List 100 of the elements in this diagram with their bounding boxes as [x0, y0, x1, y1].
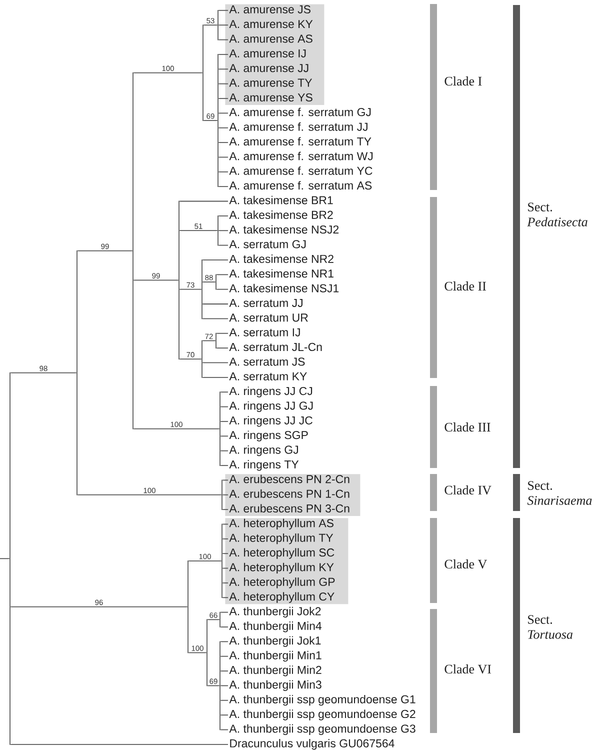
tree-branch	[220, 450, 228, 452]
highlight-box	[225, 474, 360, 516]
tree-branch	[188, 652, 207, 654]
tree-branch	[207, 685, 220, 686]
taxon-label: A. amurense YS	[229, 93, 312, 102]
taxon-label: A. heterophyllum CY	[229, 592, 334, 603]
tree-branch	[218, 230, 228, 232]
tree-branch	[222, 480, 228, 481]
tree-branch	[222, 568, 228, 569]
taxon-label: A. serratum JJ	[229, 299, 302, 308]
clade-label: Clade III	[444, 422, 490, 432]
clade-label: Clade II	[444, 281, 486, 291]
tree-branch	[133, 72, 203, 74]
taxon-label: A. takesimense BR2	[229, 210, 333, 219]
tree-branch	[218, 112, 228, 114]
tree-branch	[203, 120, 218, 121]
tree-branch	[218, 39, 228, 40]
taxon-label: A. ringens SGP	[229, 430, 308, 442]
tree-branch	[220, 626, 228, 628]
section-label: Sect. Pedatisecta	[527, 202, 588, 226]
taxon-label: A. ringens TY	[229, 460, 299, 471]
tree-branch	[207, 619, 220, 620]
tree-branch	[220, 406, 228, 408]
taxon-label: A. takesimense BR1	[229, 196, 333, 204]
taxon-label: A. thunbergii ssp geomundoense G2	[229, 710, 416, 720]
taxon-label: A. erubescens PN 1-Cn	[229, 489, 350, 498]
tree-branch	[133, 280, 179, 281]
tree-branch	[222, 494, 228, 496]
taxon-label: A. ringens JJ JC	[229, 416, 312, 427]
tree-branch	[202, 340, 216, 342]
taxon-label: A. thunbergii ssp geomundoense G1	[229, 694, 416, 706]
taxon-label: A. ringens GJ	[229, 445, 298, 456]
tree-branch	[220, 436, 228, 437]
taxon-label: A. amurense KY	[229, 20, 313, 28]
tree-branch	[220, 700, 228, 701]
taxon-label: A. thunbergii Min2	[229, 666, 322, 676]
taxon-label: A. amurense AS	[229, 34, 312, 43]
taxon-label: A. amurense f. serratum YC	[229, 166, 372, 175]
taxon-label: A. amurense JJ	[229, 64, 308, 72]
tree-branch	[10, 606, 188, 608]
tree-branch	[218, 10, 228, 11]
clade-label: Clade IV	[444, 485, 492, 495]
tree-branch	[179, 358, 202, 360]
tree-branch	[222, 597, 228, 598]
tree-branch	[179, 288, 202, 290]
taxon-label: A. takesimense NR2	[229, 254, 334, 263]
tree-branch	[220, 421, 228, 422]
tree-branch	[220, 670, 228, 672]
tree-branch	[218, 54, 228, 55]
taxon-label: A. thunbergii Min4	[229, 622, 322, 632]
clade-label: Clade VI	[444, 664, 492, 674]
clade-label: Clade V	[444, 559, 488, 569]
section-label: Sect. Tortuosa	[528, 615, 572, 639]
root-branch	[0, 558, 10, 560]
taxon-label: A. amurense f. serratum TY	[229, 137, 372, 146]
taxon-label: A. thunbergii Jok1	[229, 636, 321, 647]
taxon-label: Dracunculus vulgaris GU067564	[230, 738, 394, 750]
taxon-label: A. serratum JL-Cn	[229, 342, 322, 352]
taxon-label: A. heterophyllum SC	[229, 548, 334, 559]
tree-branch	[218, 24, 228, 26]
section-label: Sect. Sinarisaema	[527, 481, 592, 505]
taxon-label: A. heterophyllum AS	[229, 518, 334, 530]
tree-branch	[203, 24, 218, 26]
tree-branch	[202, 318, 228, 320]
tree-branch	[133, 428, 220, 430]
tree-branch	[179, 230, 218, 232]
tree-branch	[222, 524, 228, 525]
taxon-label: A. erubescens PN 3-Cn	[229, 504, 350, 513]
tree-branch	[77, 494, 222, 496]
taxon-label: A. takesimense NSJ2	[229, 225, 339, 234]
taxon-label: A. heterophyllum TY	[229, 533, 334, 544]
tree-branch	[220, 656, 228, 657]
tree-branch	[218, 156, 228, 158]
tree-branch	[216, 332, 228, 334]
taxon-label: A. amurense f. serratum JJ	[229, 122, 368, 131]
tree-branch	[218, 171, 228, 172]
highlight-box	[225, 518, 348, 604]
tree-branch	[220, 729, 228, 730]
highlight-box	[225, 4, 324, 105]
taxon-label: A. thunbergii Min3	[229, 680, 322, 691]
tree-branch	[222, 582, 228, 584]
tree-branch	[218, 186, 228, 188]
tree-branch	[218, 127, 228, 128]
taxon-label: A. thunbergii Jok2	[229, 606, 321, 618]
tree-branch	[218, 142, 228, 143]
taxon-label: A. takesimense NR1	[229, 269, 334, 278]
taxon-label: A. heterophyllum KY	[229, 562, 334, 574]
tree-branch	[202, 362, 228, 364]
tree-branch	[218, 68, 228, 70]
taxon-label: A. heterophyllum GP	[229, 578, 335, 588]
tree-branch	[218, 244, 228, 246]
taxon-label: A. erubescens PN 2-Cn	[229, 474, 350, 484]
tree-branch	[188, 560, 222, 562]
taxon-label: A. serratum UR	[229, 314, 308, 322]
taxon-label: A. thunbergii ssp geomundoense G3	[229, 724, 416, 735]
tree-branch	[202, 376, 228, 378]
clade-label: Clade I	[444, 76, 482, 86]
tree-branch	[10, 372, 77, 374]
taxon-label: A. amurense f. serratum WJ	[229, 152, 373, 160]
taxon-label: A. serratum GJ	[229, 240, 306, 248]
